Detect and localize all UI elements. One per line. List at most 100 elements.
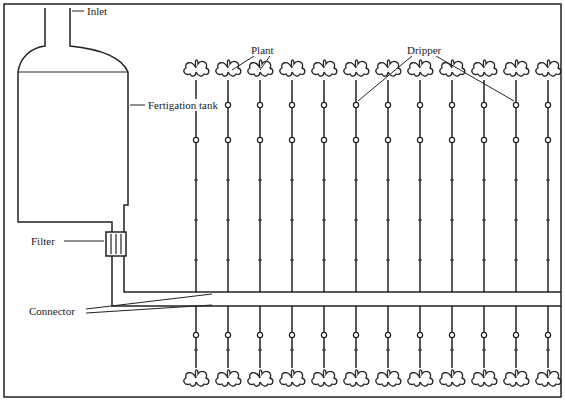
dripper-tick bbox=[258, 180, 262, 181]
plant-symbol bbox=[280, 370, 305, 386]
dripper-symbol bbox=[385, 137, 390, 142]
dripper-symbol bbox=[289, 137, 294, 142]
dripper-symbol bbox=[513, 137, 518, 142]
plant-symbol bbox=[472, 370, 497, 386]
dripper-symbol bbox=[225, 332, 230, 337]
dripper-symbol bbox=[513, 332, 518, 337]
dripper-symbol bbox=[353, 332, 358, 337]
plant-symbol bbox=[376, 370, 401, 386]
dripper-tick bbox=[386, 220, 390, 221]
dripper-tick bbox=[418, 260, 422, 261]
dripper-tick bbox=[546, 350, 550, 351]
dripper-tick bbox=[418, 180, 422, 181]
plant-symbol bbox=[344, 370, 369, 386]
dripper-tick bbox=[482, 220, 486, 221]
dripper-symbol bbox=[257, 332, 262, 337]
dripper-tick bbox=[386, 260, 390, 261]
dripper-symbol bbox=[481, 332, 486, 337]
dripper-symbol bbox=[193, 332, 198, 337]
dripper-tick bbox=[386, 350, 390, 351]
dripper-tick bbox=[226, 180, 230, 181]
plant-symbol bbox=[408, 370, 433, 386]
dripper-tick bbox=[322, 260, 326, 261]
dripper-symbol bbox=[545, 332, 550, 337]
dripper-symbol bbox=[385, 332, 390, 337]
dripper-symbol bbox=[289, 332, 294, 337]
dripper-tick bbox=[450, 350, 454, 351]
dripper-tick bbox=[258, 260, 262, 261]
plant-symbol bbox=[312, 60, 337, 76]
dripper-symbol bbox=[353, 137, 358, 142]
dripper-tick bbox=[354, 260, 358, 261]
dripper-tick bbox=[450, 260, 454, 261]
frame bbox=[4, 4, 561, 397]
plant-symbol bbox=[280, 60, 305, 76]
dripper-symbol bbox=[417, 332, 422, 337]
dripper-tick bbox=[546, 260, 550, 261]
dripper-symbol bbox=[545, 102, 550, 107]
dripper-symbol bbox=[481, 137, 486, 142]
dripper-tick bbox=[226, 350, 230, 351]
tank-label: Fertigation tank bbox=[147, 99, 219, 111]
dripper-tick bbox=[322, 220, 326, 221]
dripper-symbol bbox=[193, 137, 198, 142]
dripper-tick bbox=[226, 260, 230, 261]
dripper-symbol bbox=[417, 137, 422, 142]
plant-label: Plant bbox=[250, 44, 275, 56]
plant-symbol bbox=[344, 60, 369, 76]
dripper-tick bbox=[354, 220, 358, 221]
dripper-symbol bbox=[321, 332, 326, 337]
plant-symbol bbox=[408, 60, 433, 76]
dripper-symbol bbox=[257, 102, 262, 107]
dripper-symbol bbox=[353, 102, 358, 107]
dripper-tick bbox=[226, 220, 230, 221]
plant-symbol bbox=[216, 370, 241, 386]
dripper-symbol bbox=[289, 102, 294, 107]
plant-symbol bbox=[440, 60, 465, 76]
filter-label: Filter bbox=[30, 235, 56, 247]
plant-symbol bbox=[472, 60, 497, 76]
dripper-symbol bbox=[545, 137, 550, 142]
dripper-tick bbox=[290, 220, 294, 221]
plant-symbol bbox=[248, 60, 273, 76]
dripper-symbol bbox=[225, 137, 230, 142]
plant-symbol bbox=[440, 370, 465, 386]
dripper-tick bbox=[482, 180, 486, 181]
dripper-tick bbox=[514, 350, 518, 351]
dripper-symbol bbox=[225, 102, 230, 107]
dripper-tick bbox=[514, 220, 518, 221]
dripper-tick bbox=[194, 350, 198, 351]
lateral-rows bbox=[184, 60, 561, 386]
dripper-symbol bbox=[257, 137, 262, 142]
dripper-tick bbox=[322, 350, 326, 351]
dripper-tick bbox=[418, 220, 422, 221]
dripper-tick bbox=[386, 180, 390, 181]
tank-outline-right bbox=[70, 8, 128, 232]
dripper-symbol bbox=[449, 332, 454, 337]
dripper-tick bbox=[258, 350, 262, 351]
dripper-label: Dripper bbox=[406, 44, 442, 56]
tank-shoulder bbox=[18, 72, 128, 73]
dripper-tick bbox=[290, 350, 294, 351]
dripper-symbol bbox=[449, 137, 454, 142]
dripper-tick bbox=[290, 260, 294, 261]
dripper-tick bbox=[194, 180, 198, 181]
plant-symbol bbox=[312, 370, 337, 386]
dripper-tick bbox=[482, 350, 486, 351]
tank-outline-left bbox=[18, 8, 112, 232]
plant-symbol bbox=[536, 370, 561, 386]
dripper-tick bbox=[514, 260, 518, 261]
dripper-tick bbox=[354, 350, 358, 351]
dripper-symbol bbox=[481, 102, 486, 107]
dripper-symbol bbox=[321, 102, 326, 107]
dripper-tick bbox=[450, 220, 454, 221]
dripper-tick bbox=[194, 260, 198, 261]
dripper-symbol bbox=[449, 102, 454, 107]
dripper-symbol bbox=[385, 102, 390, 107]
inlet-label: Inlet bbox=[86, 5, 108, 17]
dripper-tick bbox=[482, 260, 486, 261]
filter-symbol bbox=[106, 232, 126, 256]
main-pipe bbox=[124, 256, 561, 292]
